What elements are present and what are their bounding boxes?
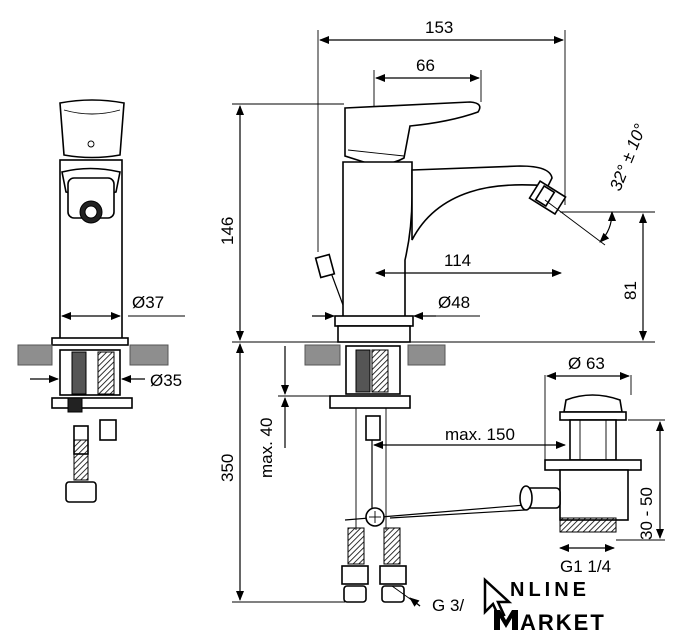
- dim-waste-adjust: 30 - 50: [637, 487, 656, 540]
- faucet-body: [342, 161, 413, 319]
- online-market-logo: NLINE ARKET: [483, 577, 606, 635]
- side-handle: [59, 99, 125, 159]
- dim-hole-diameter: Ø35: [150, 371, 182, 390]
- dim-body-diameter-side: Ø37: [132, 293, 164, 312]
- waste-plug: [563, 394, 623, 413]
- dim-outlet-height: 81: [621, 281, 640, 300]
- dim-waste-diameter: Ø 63: [568, 354, 605, 373]
- logo-line1: NLINE: [510, 579, 590, 601]
- dim-overall-width: 153: [425, 18, 453, 37]
- side-view: Ø37 Ø35: [17, 99, 185, 503]
- dim-handle-reach: 66: [416, 56, 435, 75]
- dim-height: 146: [218, 217, 237, 245]
- logo-line2: ARKET: [520, 610, 606, 635]
- dim-waste-thread: G1 1/4: [560, 557, 611, 576]
- dim-max-thickness: max. 40: [257, 418, 276, 478]
- dim-spout-reach: 114: [444, 251, 471, 270]
- nozzle: [528, 180, 567, 216]
- spout: [411, 165, 553, 241]
- dim-body-diameter-front: Ø48: [438, 293, 470, 312]
- front-view: 153 66 Ø48 114: [218, 18, 655, 615]
- dim-hose-thread: G 3/: [432, 596, 464, 615]
- dim-max-distance: max. 150: [445, 425, 515, 444]
- waste-assembly: Ø 63 30 - 50 G1 1/4: [519, 354, 665, 576]
- dim-below-deck: 350: [218, 454, 237, 482]
- lever-handle: [344, 101, 481, 166]
- dim-spray-angle: 32° ± 10°: [606, 121, 650, 193]
